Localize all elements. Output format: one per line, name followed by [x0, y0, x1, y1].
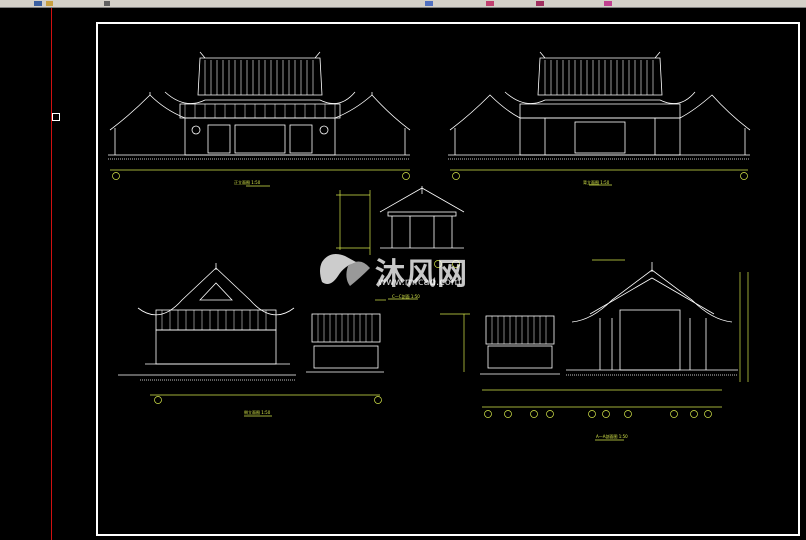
crosshair-cursor: [52, 113, 60, 121]
rear-elevation: [448, 51, 751, 160]
label-section-aa: A—A剖面图 1:50: [596, 434, 628, 439]
frame-boundary-line: [51, 8, 52, 540]
zoom-icon[interactable]: [425, 1, 433, 6]
section-cc: [379, 186, 465, 249]
undo-icon[interactable]: [104, 1, 110, 6]
label-front-elevation: 正立面图 1:50: [234, 180, 261, 185]
properties-icon[interactable]: [536, 1, 544, 6]
toolbar: [0, 0, 806, 8]
file-icon[interactable]: [34, 1, 42, 6]
layer-icon[interactable]: [486, 1, 494, 6]
label-rear-elevation: 背立面图 1:50: [583, 180, 610, 185]
label-side-elevation: 侧立面图 1:50: [244, 410, 271, 415]
folder-icon[interactable]: [46, 1, 53, 6]
side-elevation: [118, 263, 384, 381]
front-elevation: [108, 51, 411, 160]
gate-elevation: [480, 315, 560, 375]
drawing-sheet-border: [96, 22, 800, 536]
watermark-text: 沐风网: [375, 257, 468, 292]
palette-icon[interactable]: [604, 1, 612, 6]
label-section-cc: C—C剖面 1:50: [392, 294, 420, 299]
drawing-canvas[interactable]: [0, 8, 806, 540]
watermark-url: www.mfcad.com: [378, 277, 461, 288]
section-aa: [566, 262, 738, 376]
